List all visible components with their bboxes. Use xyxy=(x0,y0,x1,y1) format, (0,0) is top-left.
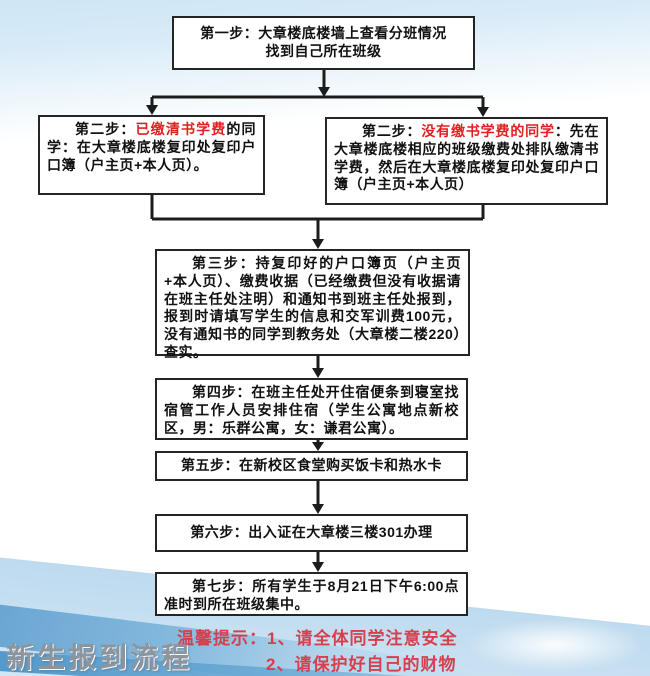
step2-unpaid-prefix: 第二步： xyxy=(362,123,422,139)
arrow-step6-to-step7 xyxy=(312,552,324,572)
step2-paid-prefix: 第二步： xyxy=(75,121,136,137)
step2-unpaid-highlight: 没有缴书学费的同学 xyxy=(421,123,555,139)
step4-box: 第四步：在班主任处开住宿便条到寝室找宿管工作人员安排住宿（学生公寓地点新校区，男… xyxy=(155,378,468,440)
step6-text: 第六步：出入证在大章楼三楼301办理 xyxy=(190,524,433,541)
step5-box: 第五步：在新校区食堂购买饭卡和热水卡 xyxy=(155,451,468,481)
arrow-step5-to-step6 xyxy=(312,481,324,514)
step1-text-line1: 第一步：大章楼底楼墙上查看分班情况 xyxy=(200,25,447,42)
step2-paid-highlight: 已缴清书学费 xyxy=(135,121,227,137)
step2-unpaid-box: 第二步：没有缴书学费的同学：先在大章楼底楼相应的班级缴费处排队缴清书学费，然后在… xyxy=(325,117,608,205)
step3-text: 第三步：持复印好的户口簿页（户主页+本人页）、缴费收据（已经缴费但没有收据请在班… xyxy=(164,255,461,360)
step7-box: 第七步：所有学生于8月21日下午6:00点准时到所在班级集中。 xyxy=(155,572,468,616)
arrow-step4-to-step5 xyxy=(312,440,324,451)
step4-text: 第四步：在班主任处开住宿便条到寝室找宿管工作人员安排住宿（学生公寓地点新校区，男… xyxy=(164,384,459,436)
step3-box: 第三步：持复印好的户口簿页（户主页+本人页）、缴费收据（已经缴费但没有收据请在班… xyxy=(155,249,470,360)
step7-text: 第七步：所有学生于8月21日下午6:00点准时到所在班级集中。 xyxy=(164,578,459,612)
step5-text: 第五步：在新校区食堂购买饭卡和热水卡 xyxy=(181,457,442,474)
warm-tip-line2: 2、请保护好自己的财物 xyxy=(266,655,457,674)
step1-text-line2: 找到自己所在班级 xyxy=(265,43,382,59)
warm-tip-line1: 温馨提示：1、请全体同学注意安全 xyxy=(177,629,458,648)
step2-paid-box: 第二步：已缴清书学费的同学：在大章楼底楼复印处复印户口簿（户主页+本人页）。 xyxy=(38,115,265,195)
step2-unpaid-suffix: ：先在大章楼底楼相应的班级缴费处排队缴清书学费，然后在大章楼底楼复印处复印户口簿… xyxy=(334,123,600,193)
step2-unpaid-text: 第二步：没有缴书学费的同学：先在大章楼底楼相应的班级缴费处排队缴清书学费，然后在… xyxy=(334,123,599,194)
faint-corner-watermark xyxy=(470,620,640,670)
step2-paid-text: 第二步：已缴清书学费的同学：在大章楼底楼复印处复印户口簿（户主页+本人页）。 xyxy=(47,121,256,174)
page-title-watermark: 新生报到流程 xyxy=(6,642,193,673)
step6-box: 第六步：出入证在大章楼三楼301办理 xyxy=(155,514,468,552)
step2-paid-suffix: 的同学：在大章楼底楼复印处复印户口簿（户主页+本人页）。 xyxy=(47,121,257,173)
step1-box: 第一步：大章楼底楼墙上查看分班情况 找到自己所在班级 xyxy=(172,16,475,70)
